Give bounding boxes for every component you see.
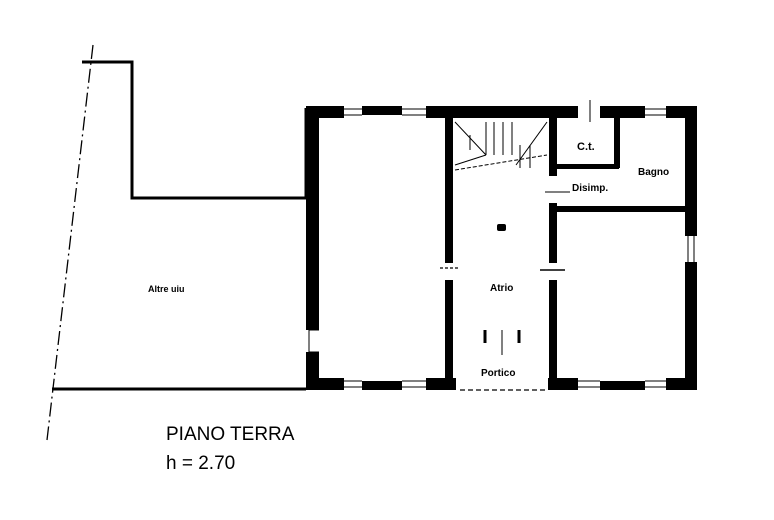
windows: [308, 100, 695, 388]
other-units-outline: [82, 60, 308, 200]
staircase: [454, 121, 548, 171]
property-boundary-line: [46, 44, 94, 441]
floor-title: PIANO TERRA: [166, 424, 295, 445]
ceiling-height: h = 2.70: [166, 453, 235, 474]
door-and-porch-marks: [440, 191, 570, 391]
room-label-boiler: C.t.: [577, 141, 595, 153]
room-label-bathroom: Bagno: [638, 167, 669, 178]
room-label-hallway: Disimp.: [572, 183, 608, 194]
building-walls: [306, 106, 697, 390]
room-label-porch: Portico: [481, 368, 515, 379]
room-label-other-units: Altre uiu: [148, 284, 185, 294]
room-label-atrium: Atrio: [490, 283, 513, 294]
